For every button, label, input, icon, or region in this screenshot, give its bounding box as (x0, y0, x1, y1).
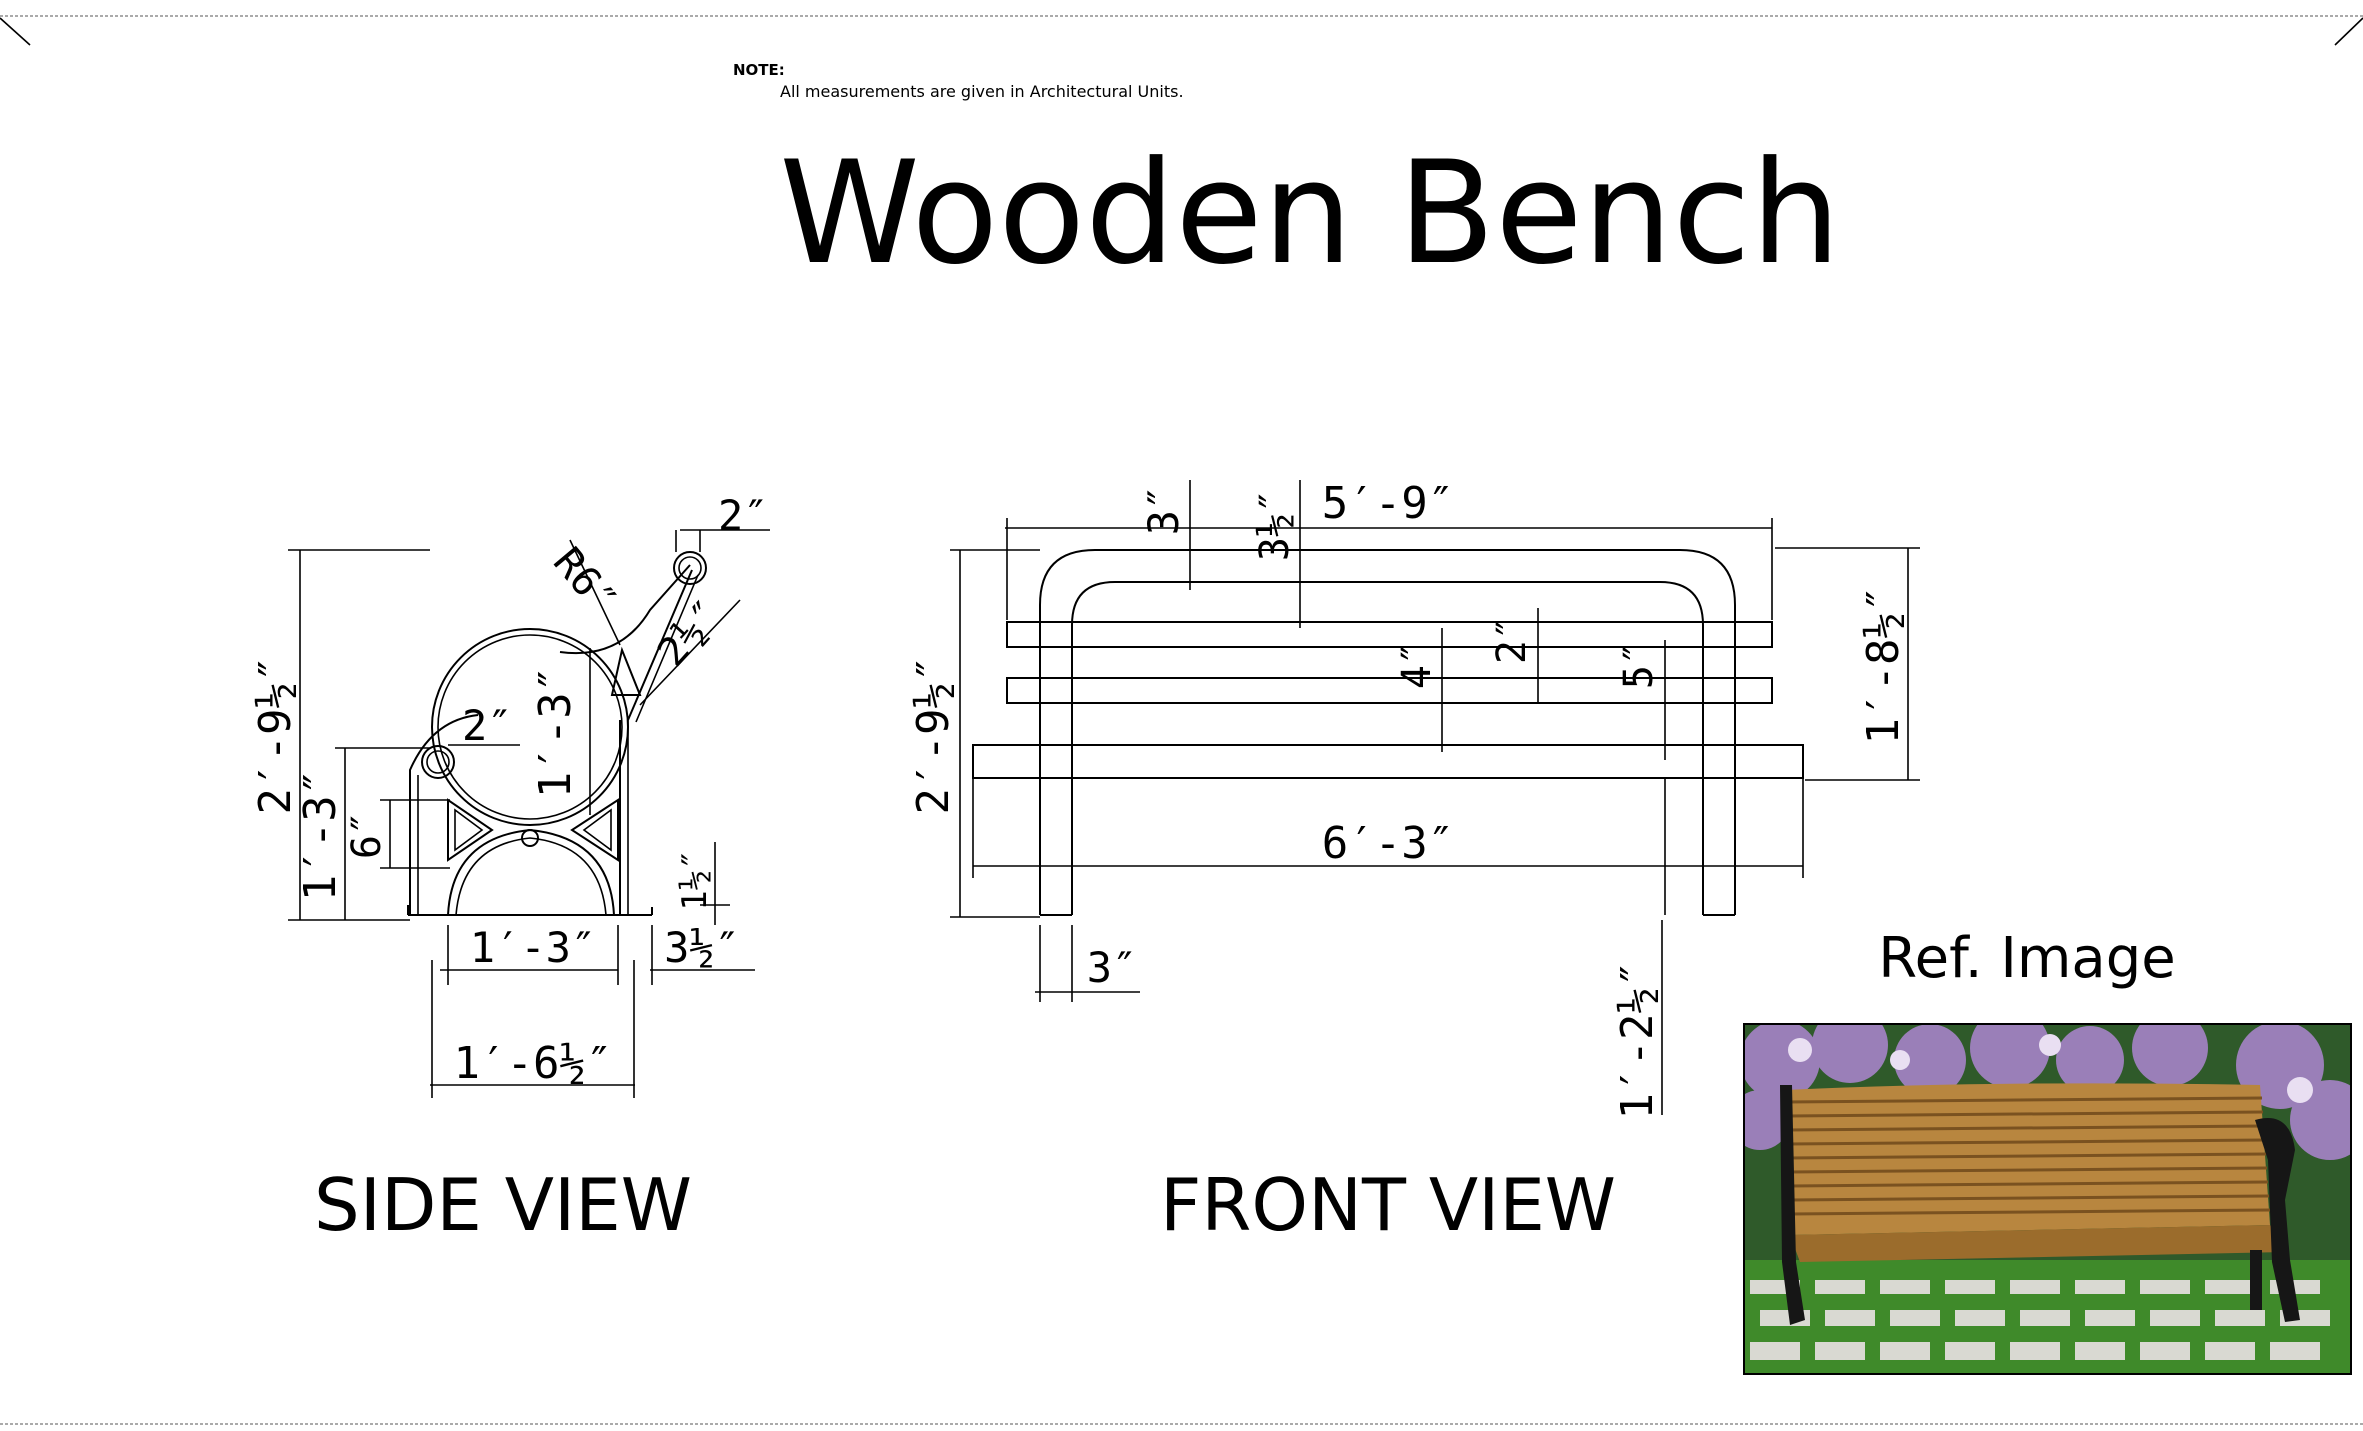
front-dim-top-width: 5′-9″ (1322, 478, 1454, 529)
drawing-title: Wooden Bench (779, 131, 1840, 296)
front-dim-rail-gap: 3½″ (1252, 489, 1298, 561)
side-dim-mid: 6″ (344, 811, 390, 859)
front-dim-seat-to-floor: 1′-2½″ (1612, 961, 1663, 1120)
note-text: All measurements are given in Architectu… (780, 82, 1184, 101)
side-view-drawing: 2′-9½″ 1′-3″ 6″ R6″ 2″ 2½″ 2″ 1′-3″ 1½″ … (250, 491, 770, 1098)
side-view-label: SIDE VIEW (314, 1163, 692, 1247)
front-dim-slat-2: 2″ (1489, 616, 1535, 664)
front-dim-overall-height: 2′-9½″ (908, 656, 959, 815)
side-dim-base-width: 1′-6½″ (454, 1038, 613, 1089)
ref-image-label: Ref. Image (1878, 926, 2175, 991)
side-dim-foot: 1½″ (675, 849, 715, 910)
front-dim-leg-width: 3″ (1087, 943, 1138, 992)
sheet-border (0, 15, 2363, 1425)
front-dim-slat-3: 5″ (1616, 641, 1662, 689)
front-dim-seat-width: 6′-3″ (1322, 818, 1454, 869)
side-dim-toe: 3½″ (664, 923, 740, 972)
side-dim-inner-height: 1′-3″ (530, 666, 581, 798)
front-view-label: FRONT VIEW (1160, 1163, 1616, 1247)
side-dim-leg-gap: 1′-3″ (470, 923, 596, 972)
side-dim-knob: 2″ (462, 701, 513, 750)
side-dim-seat-height: 1′-3″ (295, 769, 346, 901)
front-dim-slat-1: 4″ (1394, 641, 1440, 689)
side-dim-radius: R6″ (544, 539, 626, 624)
front-view-drawing: 3″ 3½″ 5′-9″ 2′-9½″ 4″ 2″ 5″ 6′-3″ 1′-8½… (908, 478, 1920, 1119)
front-dim-back-height: 1′-8½″ (1858, 586, 1909, 745)
note-label: NOTE: (733, 61, 785, 79)
side-dim-arm-width: 2″ (718, 491, 769, 540)
side-dim-overall-height: 2′-9½″ (250, 656, 301, 815)
front-dim-top-rail: 3″ (1139, 485, 1188, 536)
ref-image (1743, 1023, 2352, 1375)
